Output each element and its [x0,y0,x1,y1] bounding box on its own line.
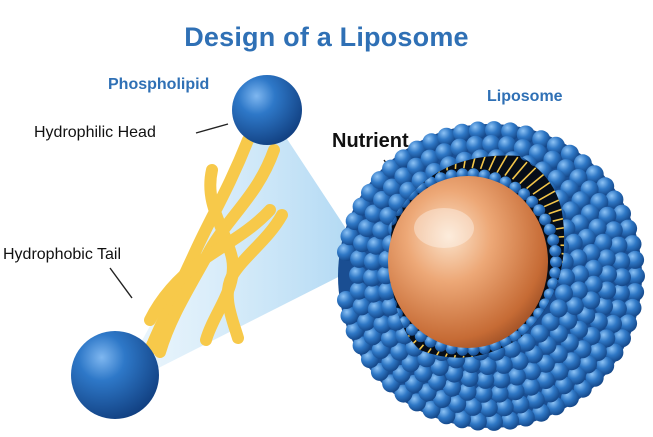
lipid-head-bead [550,299,568,317]
nutrient-core [388,176,548,348]
lipid-head-bead [570,281,588,299]
core-highlight [414,208,474,248]
diagram-title: Design of a Liposome [0,22,653,53]
inner-head-bead [549,245,561,257]
hydrophilic-head-label: Hydrophilic Head [34,124,156,142]
inner-head-bead [544,224,556,236]
phospholipid-label: Phospholipid [108,76,209,94]
hydrophilic-head-top [232,75,302,145]
inner-head-bead [547,234,559,246]
hydrophilic-head-bottom [71,331,159,419]
liposome-label: Liposome [487,88,563,106]
liposome [337,121,645,431]
hydrophobic-tails [150,140,282,352]
inner-head-bead [550,256,562,268]
hydrophobic-tail-label: Hydrophobic Tail [3,246,121,264]
nutrient-label: Nutrient [332,130,409,153]
